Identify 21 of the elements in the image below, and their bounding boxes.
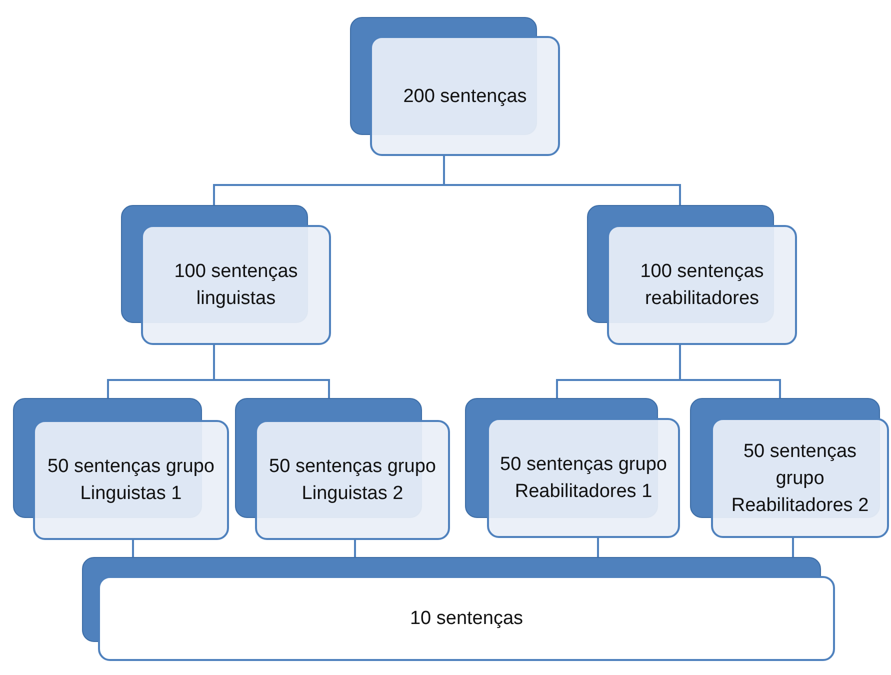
stacked-card [350, 17, 560, 156]
card-label: 50 sentenças grupo Reabilitadores 2 [730, 440, 870, 518]
stacked-card [235, 398, 450, 540]
connector-line [443, 156, 681, 205]
connector-line [792, 538, 794, 557]
stacked-card [587, 205, 797, 345]
card-label: 50 sentenças grupo Linguistas 1 [46, 455, 216, 506]
stacked-card [690, 398, 889, 538]
connector-line [597, 538, 599, 557]
card-label: 50 sentenças grupo Linguistas 2 [268, 455, 437, 506]
stacked-card [82, 557, 835, 661]
card-label: 100 sentenças reabilitadores [639, 260, 765, 311]
stacked-card [13, 398, 229, 540]
connector-line [354, 540, 356, 557]
connector-line [132, 540, 134, 557]
card-label: 10 sentenças [410, 607, 524, 631]
card-label: 200 sentenças [403, 84, 527, 108]
stacked-card [121, 205, 331, 345]
card-label: 50 sentenças grupo Reabilitadores 1 [499, 453, 668, 504]
card-label: 100 sentenças linguistas [173, 260, 299, 311]
stacked-card [465, 398, 680, 538]
